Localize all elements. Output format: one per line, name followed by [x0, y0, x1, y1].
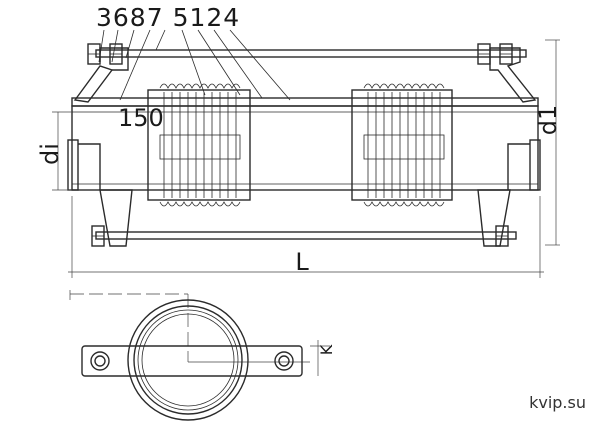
- end-view: [69, 290, 330, 421]
- top-tie-rod: [73, 43, 537, 103]
- callout-leaders: [98, 29, 291, 101]
- label-length: L: [295, 248, 309, 276]
- watermark-text: kvip.su: [529, 393, 586, 412]
- dimension-d1: [545, 39, 560, 246]
- dimension-length: [68, 196, 544, 278]
- label-di: di: [36, 143, 64, 165]
- label-150: 150: [118, 104, 164, 132]
- left-bellows: [147, 83, 251, 207]
- label-k: K: [317, 344, 336, 355]
- label-d1: d1: [534, 105, 562, 136]
- callout-numbers: 3687 5124: [96, 3, 240, 32]
- pipe-body: [67, 97, 541, 191]
- bottom-tie-rod: [91, 189, 517, 247]
- right-bellows: [351, 83, 453, 207]
- dimension-di: [52, 111, 72, 191]
